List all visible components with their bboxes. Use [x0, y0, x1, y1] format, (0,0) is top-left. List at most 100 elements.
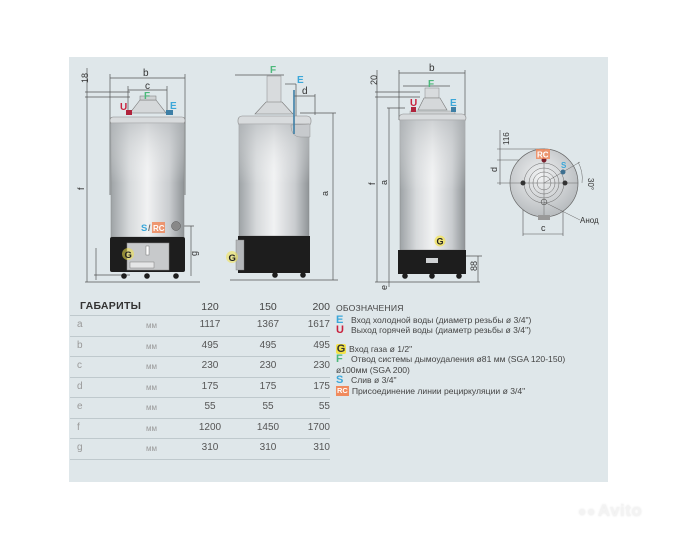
svg-text:a: a: [320, 191, 330, 196]
param: g: [77, 442, 83, 453]
table-header: ГАБАРИТЫ 120 150 200: [70, 298, 330, 316]
value: 175: [259, 380, 277, 392]
svg-text:U: U: [410, 98, 417, 109]
value: 310: [259, 442, 277, 453]
param: f: [77, 421, 80, 433]
column-header: 120: [201, 301, 219, 313]
legend-text: Вход холодной воды (диаметр резьбы ø 3/4…: [351, 314, 532, 325]
svg-text:U: U: [120, 102, 127, 113]
svg-text:F: F: [270, 65, 276, 76]
param: a: [77, 319, 83, 330]
svg-text:S: S: [141, 223, 147, 234]
table-row: e мм 55 55 55: [70, 398, 330, 419]
svg-text:20: 20: [369, 75, 379, 85]
legend-text: Отвод системы дымоудаления ø81 мм (SGA 1…: [351, 354, 566, 364]
svg-text:G: G: [125, 250, 132, 261]
value: 230: [313, 360, 330, 371]
legend-text: Вход газа ø 1/2": [349, 343, 413, 354]
svg-text:/: /: [148, 223, 151, 233]
unit: мм: [146, 382, 157, 392]
value: 230: [259, 360, 277, 371]
svg-text:e: e: [379, 285, 389, 290]
value: 495: [313, 339, 330, 351]
unit: мм: [146, 444, 157, 453]
legend: ОБОЗНАЧЕНИЯ E Вход холодной воды (диамет…: [336, 303, 566, 396]
value: 1367: [256, 319, 280, 330]
svg-text:f: f: [76, 187, 86, 190]
legend-item-flue: F Отвод системы дымоудаления ø81 мм (SGA…: [336, 354, 566, 365]
value: 1200: [198, 421, 222, 433]
svg-text:E: E: [170, 101, 177, 112]
legend-key: E: [336, 313, 344, 326]
param: e: [77, 401, 83, 412]
svg-text:E: E: [450, 98, 457, 109]
dimensions-table: ГАБАРИТЫ 120 150 200 a мм 1117 1367 1617…: [70, 298, 330, 460]
unit: мм: [146, 423, 157, 433]
legend-text: Слив ø 3/4": [351, 375, 397, 385]
unit: мм: [146, 321, 157, 330]
legend-key: S: [336, 374, 344, 386]
value: 1117: [199, 319, 221, 330]
svg-text:F: F: [144, 91, 150, 102]
unit: мм: [146, 341, 157, 351]
svg-text:30°: 30°: [586, 178, 595, 190]
table-row: f мм 1200 1450 1700: [70, 419, 330, 439]
avito-logo-icon: ●●: [578, 503, 596, 519]
value: 495: [201, 339, 219, 351]
svg-text:d: d: [302, 86, 308, 97]
svg-text:G: G: [437, 237, 444, 247]
value: 55: [204, 401, 216, 412]
svg-text:F: F: [428, 79, 434, 90]
legend-key: U: [336, 324, 344, 336]
svg-text:g: g: [189, 251, 199, 256]
unit: мм: [146, 362, 157, 371]
svg-text:Анод: Анод: [580, 216, 599, 225]
value: 495: [259, 339, 277, 351]
value: 310: [201, 442, 219, 453]
legend-item-cold-water: E Вход холодной воды (диаметр резьбы ø 3…: [336, 313, 566, 326]
svg-text:S: S: [561, 161, 567, 170]
value: 1700: [307, 421, 330, 433]
value: 310: [313, 442, 330, 453]
unit: мм: [146, 403, 157, 412]
front-view: [85, 68, 200, 283]
param: c: [77, 360, 82, 371]
value: 230: [201, 360, 219, 371]
legend-text: Выход горячей воды (диаметр резьбы ø 3/4…: [351, 325, 531, 335]
legend-item-gas: G Вход газа ø 1/2": [336, 342, 566, 355]
svg-text:f: f: [367, 182, 377, 185]
legend-key: RC: [336, 385, 349, 396]
avito-watermark: ●●Avito: [578, 501, 642, 521]
watermark-text: Avito: [597, 501, 643, 520]
legend-text-continued: ø100мм (SGA 200): [336, 364, 410, 375]
legend-item-hot-water: U Выход горячей воды (диаметр резьбы ø 3…: [336, 325, 566, 336]
svg-text:88: 88: [469, 261, 479, 271]
svg-text:a: a: [379, 180, 389, 185]
table-row: a мм 1117 1367 1617: [70, 316, 330, 337]
value: 175: [201, 380, 219, 392]
svg-text:G: G: [229, 253, 236, 264]
column-header: 150: [259, 301, 277, 313]
legend-key: G: [336, 342, 346, 355]
table-row: g мм 310 310 310: [70, 439, 330, 460]
legend-item-recirculation: RC Присоединение линии рециркуляции ø 3/…: [336, 385, 566, 397]
svg-text:18: 18: [80, 73, 90, 83]
value: 1450: [256, 421, 280, 433]
legend-item-drain: S Слив ø 3/4": [336, 375, 566, 386]
value: 175: [313, 380, 330, 392]
svg-text:E: E: [297, 75, 304, 86]
table-row: c мм 230 230 230: [70, 357, 330, 378]
table-row: d мм 175 175 175: [70, 378, 330, 398]
legend-key: F: [336, 353, 343, 365]
param: b: [77, 339, 83, 351]
value: 1617: [307, 319, 330, 330]
param: d: [77, 380, 83, 392]
value: 55: [262, 401, 274, 412]
svg-text:d: d: [489, 167, 499, 172]
legend-text: Присоединение линии рециркуляции ø 3/4": [351, 385, 526, 396]
svg-text:c: c: [541, 223, 546, 233]
table-row: b мм 495 495 495: [70, 337, 330, 357]
legend-title: ОБОЗНАЧЕНИЯ: [336, 303, 404, 313]
svg-text:RC: RC: [537, 151, 549, 160]
